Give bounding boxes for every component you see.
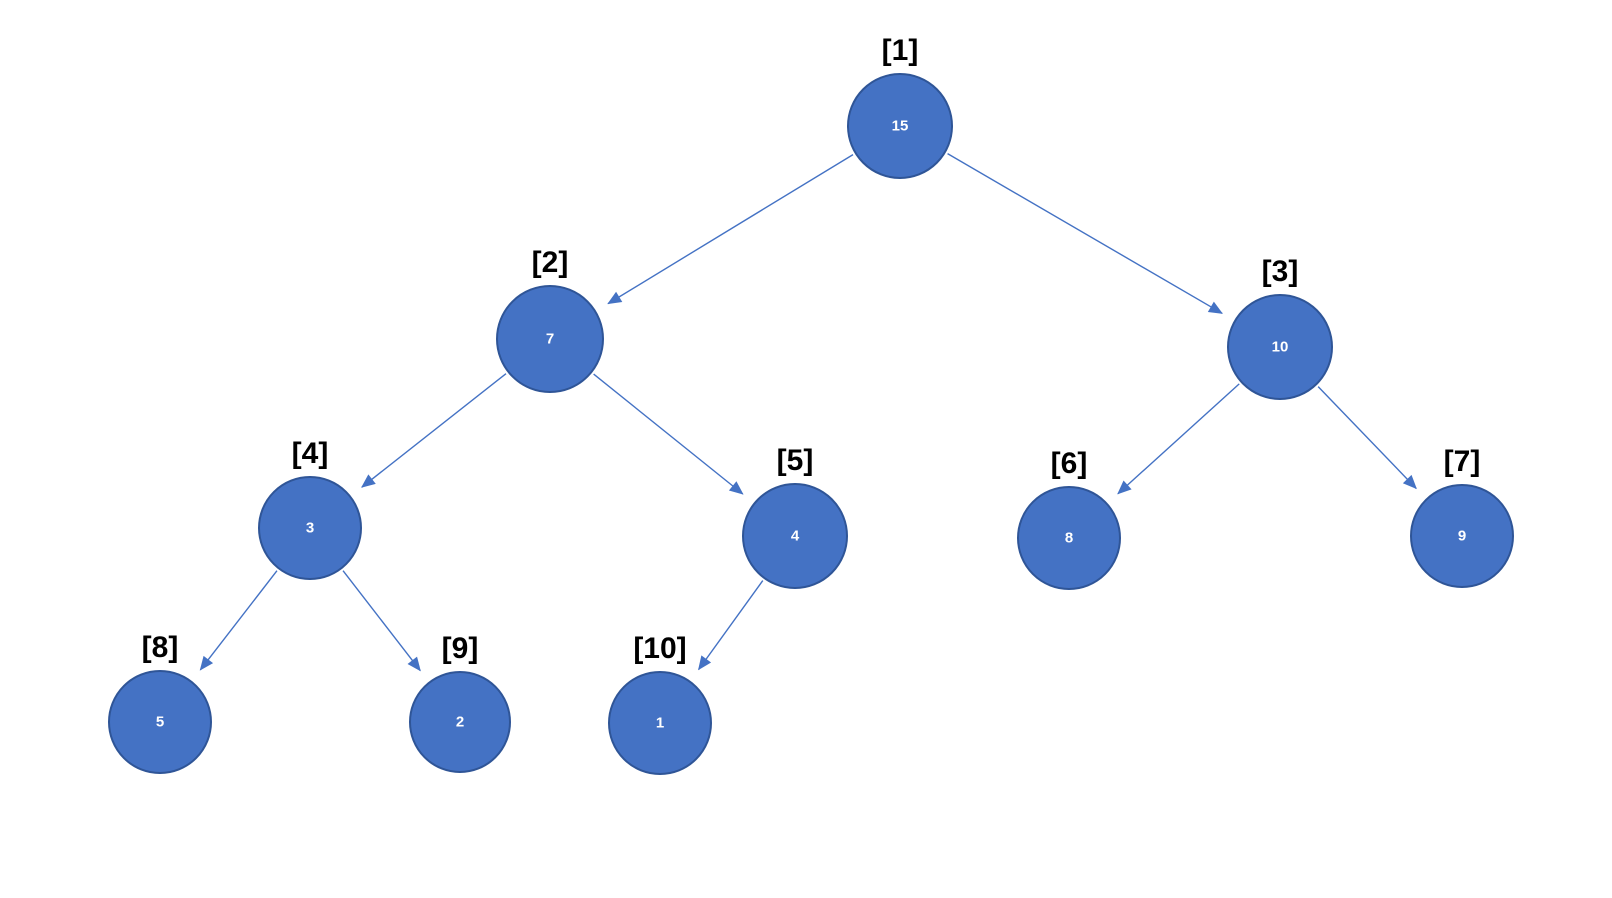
node-index-label: [8] (142, 631, 179, 664)
node-value: 10 (1272, 339, 1289, 356)
node-value: 7 (546, 331, 554, 348)
node-circle (1227, 294, 1333, 400)
node-circle (1017, 486, 1121, 590)
node-index-label: [9] (442, 632, 479, 665)
tree-edge-3-6 (1117, 383, 1240, 495)
node-circle (409, 671, 511, 773)
node-index-label: [1] (882, 34, 919, 67)
node-circle (608, 671, 712, 775)
tree-node-8: 5 [8] (108, 631, 212, 774)
tree-node-1: 15 [1] (847, 34, 953, 179)
tree-node-7: 9 [7] (1410, 445, 1514, 588)
tree-node-9: 2 [9] (409, 632, 511, 773)
node-circle (1410, 484, 1514, 588)
tree-node-10: 1 [10] (608, 632, 712, 775)
tree-node-4: 3 [4] (258, 437, 362, 580)
tree-node-6: 8 [6] (1017, 447, 1121, 590)
tree-edge-1-2 (607, 153, 854, 305)
node-circle (108, 670, 212, 774)
tree-edge-5-10 (698, 580, 764, 671)
tree-edge-1-3 (947, 153, 1223, 314)
node-index-label: [3] (1262, 255, 1299, 288)
tree-edge-4-9 (342, 570, 421, 672)
node-index-label: [7] (1444, 445, 1481, 478)
node-value: 15 (892, 118, 909, 135)
tree-edge-4-8 (199, 570, 278, 671)
node-circle (258, 476, 362, 580)
node-index-label: [2] (532, 246, 569, 279)
node-index-label: [10] (633, 632, 686, 665)
node-value: 9 (1458, 528, 1466, 545)
tree-node-2: 7 [2] (496, 246, 604, 393)
node-value: 4 (791, 528, 800, 545)
node-value: 8 (1065, 530, 1073, 547)
node-index-label: [6] (1051, 447, 1088, 480)
node-value: 3 (306, 520, 314, 537)
tree-edge-2-4 (361, 373, 507, 488)
tree-node-5: 4 [5] (742, 444, 848, 589)
node-value: 1 (656, 715, 664, 732)
node-value: 5 (156, 714, 164, 731)
node-circle (496, 285, 604, 393)
node-circle (742, 483, 848, 589)
tree-edge-2-5 (593, 373, 744, 495)
tree-edge-3-7 (1317, 386, 1417, 490)
tree-node-3: 10 [3] (1227, 255, 1333, 400)
node-value: 2 (456, 714, 464, 731)
node-circle (847, 73, 953, 179)
node-index-label: [5] (777, 444, 814, 477)
node-index-label: [4] (292, 437, 329, 470)
